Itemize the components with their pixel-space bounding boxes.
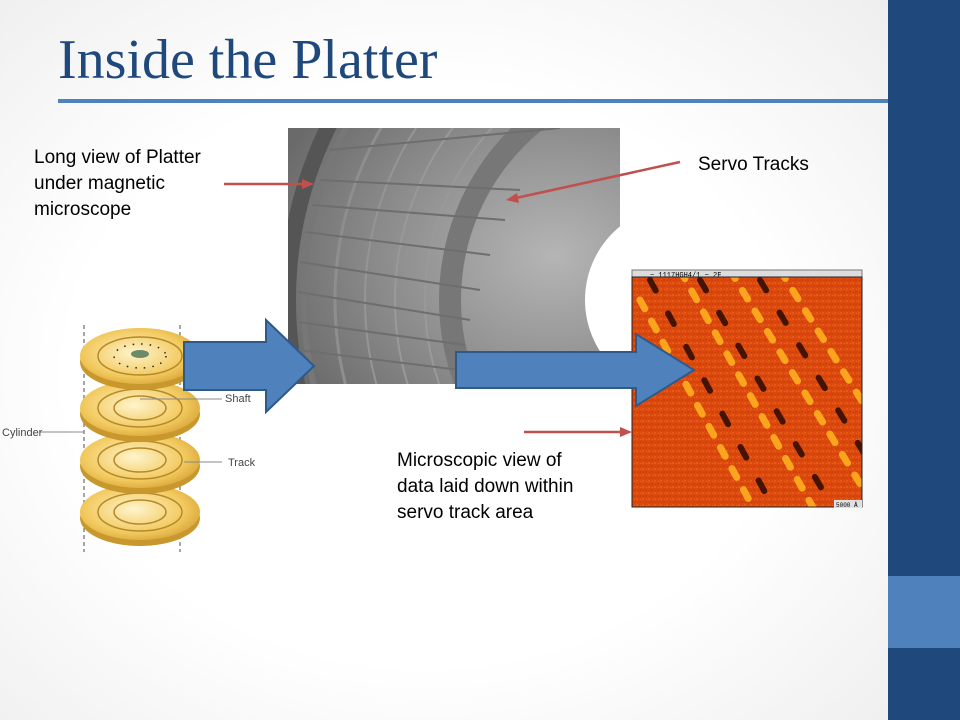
track-label: Track — [228, 457, 256, 469]
disk-3 — [80, 432, 200, 494]
side-accent-block — [888, 576, 960, 648]
slide-graphics: ~ 1117HGH4/1 ~ 2F 5000 Å — [2, 128, 863, 552]
servo-tracks-label: Servo Tracks — [698, 154, 809, 175]
platter-microscope-image — [288, 128, 620, 384]
disk-4 — [80, 484, 200, 546]
disk-stack-diagram: Shaft Cylinder Track — [2, 325, 256, 552]
microscopic-view-arrow — [524, 427, 632, 437]
cylinder-label: Cylinder — [2, 427, 43, 439]
microscopic-view-label: Microscopic view of data laid down withi… — [397, 450, 574, 523]
microscopic-data-image: ~ 1117HGH4/1 ~ 2F 5000 Å — [631, 269, 863, 509]
block-arrow-1 — [183, 317, 316, 415]
micro-scale-text: 5000 Å — [836, 502, 858, 509]
long-view-arrow — [224, 179, 314, 189]
shaft-label: Shaft — [225, 393, 251, 405]
disk-1 — [80, 328, 200, 390]
slide-title: Inside the Platter — [58, 29, 438, 91]
long-view-label: Long view of Platter under magnetic micr… — [34, 147, 201, 220]
title-underline — [58, 99, 888, 103]
disk-2 — [80, 380, 200, 442]
micro-header-text: ~ 1117HGH4/1 ~ 2F — [650, 272, 721, 280]
servo-tracks-arrow — [506, 160, 681, 203]
block-arrow-2 — [455, 332, 696, 408]
